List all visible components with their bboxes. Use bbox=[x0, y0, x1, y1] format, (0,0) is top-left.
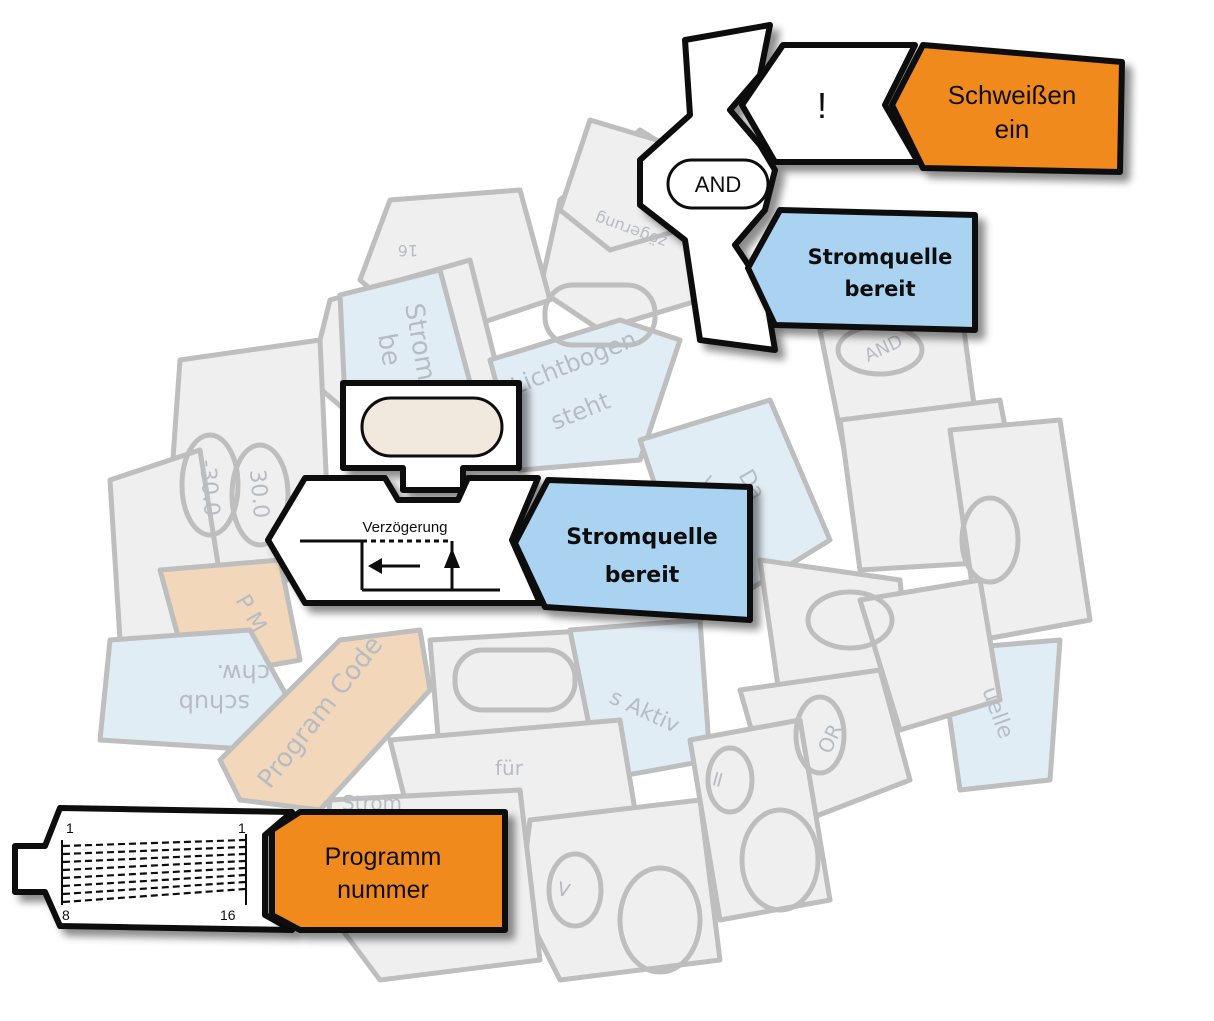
and-pill bbox=[666, 158, 770, 210]
tile-stromquelle-bereit-top[interactable]: Stromquelle bereit bbox=[745, 207, 978, 333]
tile-button-slot[interactable] bbox=[340, 380, 522, 493]
faded-label: 16 bbox=[398, 241, 418, 260]
faded-label: be bbox=[371, 331, 406, 368]
tile-schweissen-ein[interactable]: Schweißen ein bbox=[889, 42, 1125, 175]
selector-top-right: 1 bbox=[238, 820, 246, 836]
faded-button-outline bbox=[617, 865, 703, 975]
strom-mid-line1: Stromquelle bbox=[566, 525, 718, 550]
faded-button-outline bbox=[793, 694, 847, 776]
faded-label: schub bbox=[179, 689, 250, 717]
schweissen-line1: Schweißen bbox=[948, 80, 1077, 110]
strom-mid-line2: bereit bbox=[605, 563, 680, 588]
faded-button-outline bbox=[229, 442, 291, 548]
arrow-left-icon bbox=[368, 558, 382, 574]
tile-stromquelle-bereit-mid[interactable]: Stromquelle bereit bbox=[512, 477, 753, 623]
faded-button-outline bbox=[959, 495, 1021, 585]
delay-label: Verzögerung bbox=[362, 519, 447, 536]
programm-line2: nummer bbox=[337, 876, 429, 904]
faded-button-outline bbox=[546, 851, 604, 929]
and-label: AND bbox=[695, 172, 741, 197]
schweissen-line2: ein bbox=[995, 114, 1030, 144]
selector-bottom-right: 16 bbox=[220, 907, 236, 923]
faded-button-outline bbox=[805, 589, 895, 651]
program-scale-lines bbox=[62, 838, 246, 904]
faded-label: -30.0 bbox=[194, 458, 224, 517]
tile-programm-nummer[interactable]: Programm nummer bbox=[269, 809, 508, 933]
button-pill[interactable] bbox=[360, 396, 504, 458]
not-label: ! bbox=[817, 85, 827, 126]
faded-button-outline bbox=[542, 282, 658, 348]
faded-button-outline bbox=[739, 807, 821, 913]
faded-button-outline bbox=[452, 647, 578, 713]
faded-tile bbox=[217, 627, 433, 813]
faded-label: chw. bbox=[217, 659, 270, 687]
tile-program-selector[interactable]: 1 1 8 16 bbox=[12, 805, 295, 933]
selector-top-left: 1 bbox=[66, 820, 74, 836]
tile-verzoegerung[interactable]: Verzögerung bbox=[265, 475, 543, 606]
strom-top-line1: Stromquelle bbox=[808, 245, 953, 269]
selector-bottom-left: 8 bbox=[62, 907, 70, 923]
programm-line1: Programm bbox=[325, 843, 442, 871]
faded-button-outline bbox=[705, 745, 755, 815]
faded-tile bbox=[857, 577, 1003, 733]
faded-label: für bbox=[495, 756, 524, 780]
faded-button-outline bbox=[179, 432, 241, 538]
strom-top-line2: bereit bbox=[844, 277, 915, 301]
faded-label: 30.0 bbox=[244, 468, 273, 519]
arrow-up-icon bbox=[444, 548, 460, 568]
